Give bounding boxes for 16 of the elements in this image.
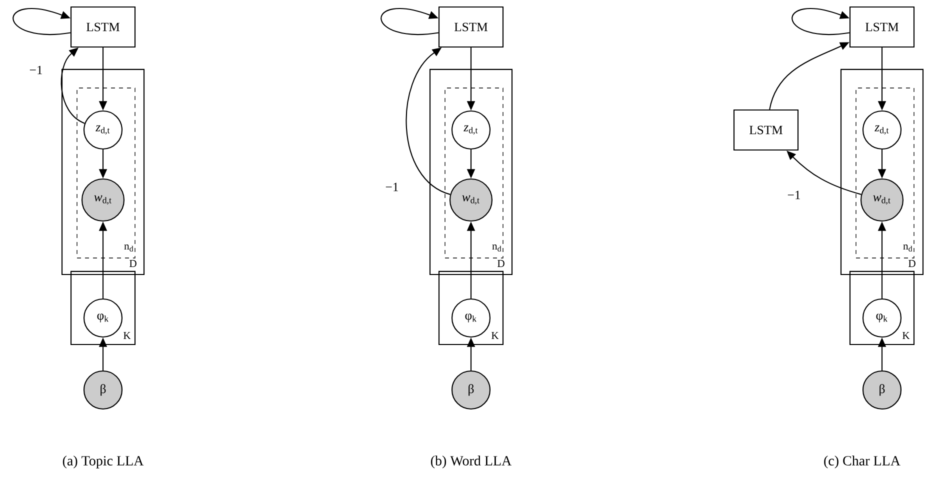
arrow xyxy=(12,8,71,35)
arrow xyxy=(406,48,450,195)
edge-label: −1 xyxy=(28,64,44,76)
lstm-box: LSTM xyxy=(70,6,136,48)
arrow xyxy=(380,8,439,35)
subfigure-caption: (c) Char LLA xyxy=(824,456,900,468)
lstm-box: LSTM xyxy=(438,6,504,48)
edge-label: −1 xyxy=(384,181,400,192)
lstm-box: LSTM xyxy=(733,109,799,151)
arrow xyxy=(60,48,85,124)
arrow xyxy=(786,150,862,195)
lstm-box: LSTM xyxy=(849,6,915,48)
edge-label: −1 xyxy=(786,189,802,200)
subfigure-caption: (b) Word LLA xyxy=(430,456,512,468)
subfigure-caption: (a) Topic LLA xyxy=(62,456,144,468)
arrow xyxy=(792,8,850,35)
